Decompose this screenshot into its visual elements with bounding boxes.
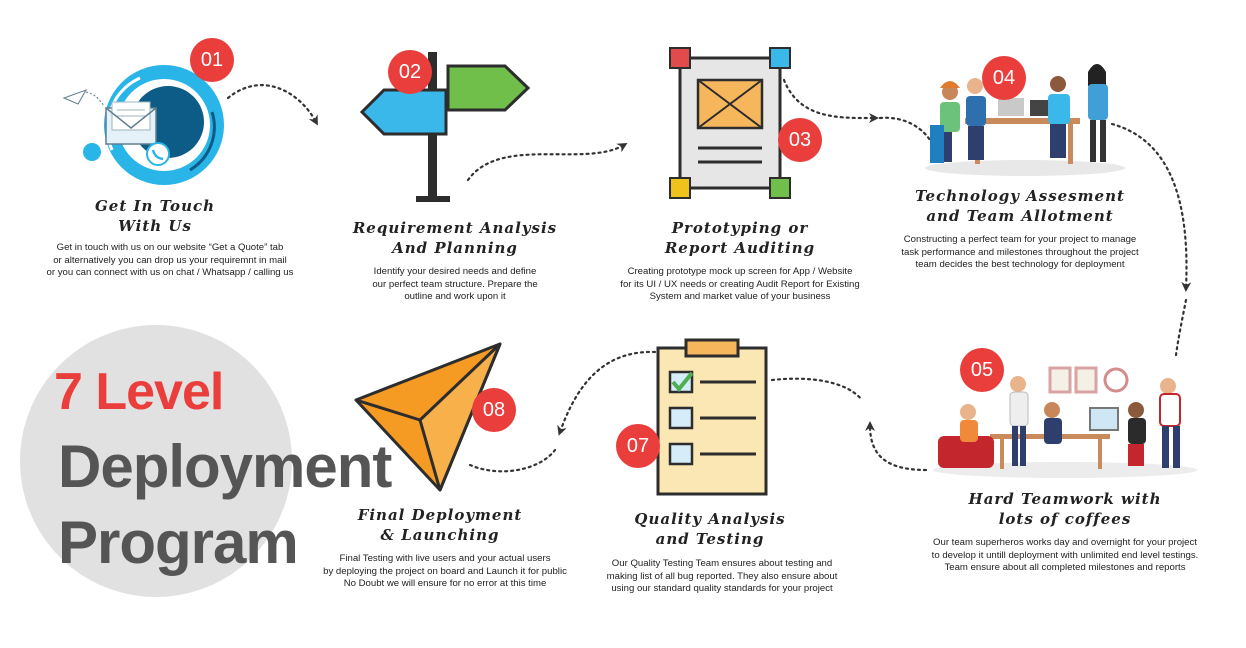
step-02-desc: Identify your desired needs and define o… (372, 266, 538, 302)
step-02-title: Requirement Analysis And Planning (352, 219, 558, 257)
connector-04-05 (1110, 122, 1192, 292)
connector-07-08 (557, 350, 657, 436)
step-02-badge: 02 (388, 50, 432, 94)
step-05-badge: 05 (960, 348, 1004, 392)
connector-07-top (770, 377, 864, 402)
program-circle (20, 325, 292, 597)
step-03-title: Prototyping or Report Auditing (664, 219, 816, 257)
step-07-badge: 07 (616, 424, 660, 468)
connector-05-down (1174, 298, 1188, 357)
step-03-badge: 03 (778, 118, 822, 162)
step-08-title: Final Deployment & Launching (357, 506, 523, 544)
connector-01-02 (226, 84, 318, 126)
step-04-desc: Constructing a perfect team for your pro… (901, 234, 1139, 270)
step-07-title: Quality Analysis and Testing (634, 510, 786, 548)
program-title-line3: Program (58, 509, 299, 576)
step-01-badge: 01 (190, 38, 234, 82)
step-08-desc: Final Testing with live users and your a… (323, 553, 567, 589)
connector-02-03 (466, 142, 628, 182)
step-08-badge: 08 (472, 388, 516, 432)
step-05-desc: Our team superheros works day and overni… (931, 537, 1199, 573)
step-04-title: Technology Assesment and Team Allotment (915, 187, 1125, 225)
step-04-badge: 04 (982, 56, 1026, 100)
step-01-title: Get In Touch With Us (94, 197, 216, 235)
step-03-desc: Creating prototype mock up screen for Ap… (620, 266, 860, 302)
step-01-desc: Get in touch with us on our website “Get… (46, 242, 294, 278)
program-title-line1: 7 Level (54, 363, 224, 421)
connector-08-07 (468, 448, 557, 473)
step-07-desc: Our Quality Testing Team ensures about t… (606, 558, 838, 594)
connector-03-04 (782, 78, 879, 124)
step-05-title: Hard Teamwork with lots of coffees (968, 490, 1162, 528)
program-title-line2: Deployment (58, 433, 392, 500)
connector-04-loop (878, 116, 932, 142)
connector-05-07 (865, 421, 928, 472)
